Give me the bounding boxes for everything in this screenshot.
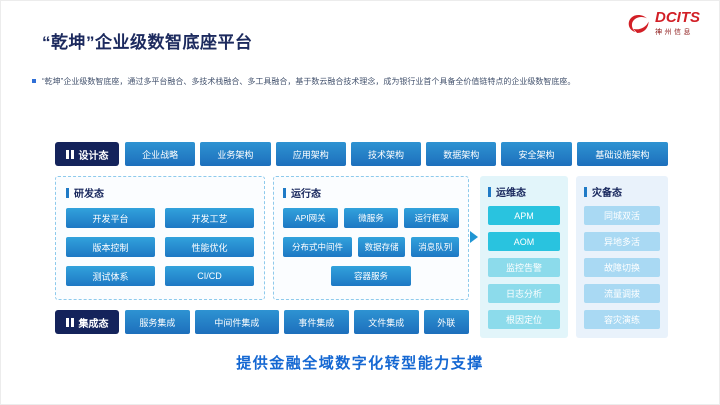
dev-state-text: 研发态 — [74, 189, 104, 200]
dev-item: 测试体系 — [66, 266, 155, 286]
dr-item: 异地多活 — [584, 232, 660, 251]
ops-item: 监控告警 — [488, 258, 560, 277]
ops-state-label: 运维态 — [488, 184, 560, 199]
dev-item: CI/CD — [165, 266, 254, 286]
design-item: 企业战略 — [125, 142, 196, 166]
design-band: 设计态 企业战略 业务架构 应用架构 技术架构 数据架构 安全架构 基础设施架构 — [55, 142, 669, 166]
dev-item: 性能优化 — [165, 237, 254, 257]
dr-item: 故障切换 — [584, 258, 660, 277]
page-title: “乾坤”企业级数智底座平台 — [42, 33, 253, 52]
dev-item: 版本控制 — [66, 237, 155, 257]
dev-box: 研发态 开发平台 开发工艺 版本控制 性能优化 测试体系 CI/CD — [55, 176, 265, 300]
run-box: 运行态 API网关 微服务 运行框架 分布式中间件 数据存储 消息队列 容器服务 — [273, 176, 469, 300]
design-item: 应用架构 — [275, 142, 346, 166]
header-bar-icon — [584, 186, 587, 197]
bars-icon — [65, 149, 74, 159]
dr-item: 流量调拨 — [584, 284, 660, 303]
logo-text: DCITS 神州信息 — [655, 10, 700, 37]
intro-text: “乾坤”企业级数智底座，通过多平台融合、多技术栈融合、多工具融合，基于数云融合技… — [42, 77, 576, 86]
dr-state-text: 灾备态 — [592, 188, 622, 199]
header-bar-icon — [488, 186, 491, 197]
run-item: 容器服务 — [330, 266, 412, 286]
integration-item: 服务集成 — [125, 310, 190, 334]
run-state-label: 运行态 — [283, 185, 459, 200]
dev-items: 开发平台 开发工艺 版本控制 性能优化 测试体系 CI/CD — [66, 208, 254, 286]
dev-state-label: 研发态 — [66, 185, 254, 200]
run-state-text: 运行态 — [291, 189, 321, 200]
ops-state-text: 运维态 — [496, 188, 526, 199]
design-state-label: 设计态 — [55, 142, 119, 166]
run-item: API网关 — [283, 208, 338, 228]
dev-item: 开发平台 — [66, 208, 155, 228]
integration-item: 事件集成 — [284, 310, 349, 334]
ops-item: 根因定位 — [488, 310, 560, 329]
integration-band: 集成态 服务集成 中间件集成 事件集成 文件集成 外联 — [55, 310, 469, 334]
intro-block: “乾坤”企业级数智底座，通过多平台融合、多技术栈融合、多工具融合，基于数云融合技… — [32, 76, 680, 88]
logo-subbrand: 神州信息 — [655, 29, 693, 36]
design-item: 技术架构 — [350, 142, 422, 166]
dr-state-label: 灾备态 — [584, 184, 660, 199]
design-item: 数据架构 — [426, 142, 497, 166]
ops-panel: 运维态 APM AOM 监控告警 日志分析 根因定位 — [480, 176, 568, 338]
ops-item: AOM — [488, 232, 560, 251]
bullet-square-icon — [32, 79, 36, 83]
design-item: 安全架构 — [501, 142, 572, 166]
integration-state-label: 集成态 — [55, 310, 119, 334]
ops-item: 日志分析 — [488, 284, 560, 303]
dr-item: 容灾演练 — [584, 310, 660, 329]
design-item: 基础设施架构 — [576, 142, 669, 166]
design-items: 企业战略 业务架构 应用架构 技术架构 数据架构 安全架构 基础设施架构 — [125, 142, 669, 166]
run-row-2: 分布式中间件 数据存储 消息队列 — [283, 237, 459, 257]
integration-state-text: 集成态 — [78, 318, 109, 330]
run-item: 运行框架 — [404, 208, 460, 228]
dr-panel: 灾备态 同城双活 异地多活 故障切换 流量调拨 容灾演练 — [576, 176, 668, 338]
header-bar-icon — [66, 187, 69, 198]
header-bar-icon — [283, 187, 286, 198]
run-item: 消息队列 — [411, 237, 459, 257]
bars-icon — [65, 317, 74, 327]
integration-item: 中间件集成 — [194, 310, 280, 334]
logo-brand: DCITS — [655, 9, 700, 26]
design-item: 业务架构 — [200, 142, 271, 166]
integration-items: 服务集成 中间件集成 事件集成 文件集成 外联 — [125, 310, 469, 334]
run-row-1: API网关 微服务 运行框架 — [283, 208, 460, 228]
dcits-logo-icon — [628, 14, 649, 33]
run-item: 微服务 — [343, 208, 399, 228]
integration-item: 文件集成 — [353, 310, 419, 334]
integration-item: 外联 — [423, 310, 469, 334]
dcits-logo: DCITS 神州信息 — [625, 10, 700, 37]
dr-item: 同城双活 — [584, 206, 660, 225]
ops-item: APM — [488, 206, 560, 225]
dev-item: 开发工艺 — [165, 208, 254, 228]
design-state-text: 设计态 — [78, 150, 109, 162]
footer-slogan: 提供金融全域数字化转型能力支撑 — [236, 355, 484, 372]
run-item: 分布式中间件 — [283, 237, 352, 257]
run-row-3: 容器服务 — [283, 266, 459, 286]
run-item: 数据存储 — [357, 237, 406, 257]
arrow-right-icon — [470, 231, 478, 243]
